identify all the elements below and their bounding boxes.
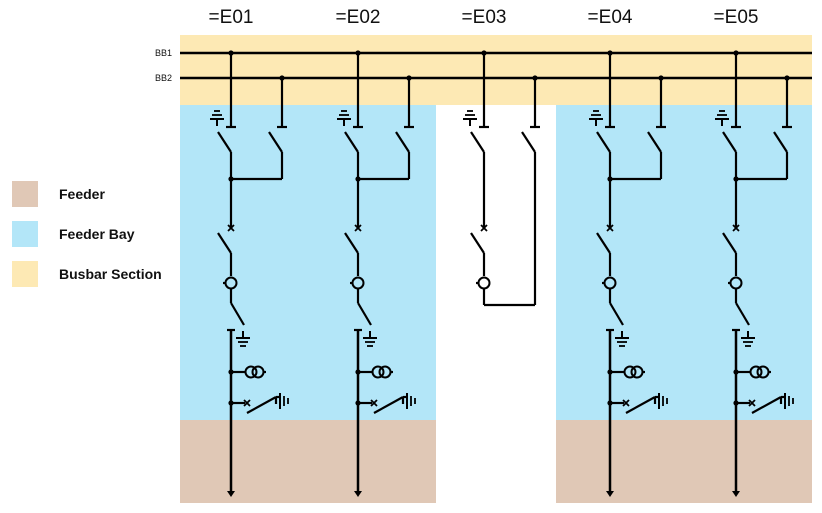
cross bbox=[370, 399, 378, 407]
current-transformer-icon bbox=[477, 276, 491, 290]
cross bbox=[480, 224, 488, 232]
cross bbox=[748, 399, 756, 407]
legend-swatch-busbar-section bbox=[12, 261, 38, 287]
voltage-transformer-icon bbox=[371, 365, 385, 379]
feeder-arrow-icon bbox=[354, 491, 362, 497]
circuit-breaker-icon bbox=[227, 224, 235, 232]
earthing-switch-blade bbox=[751, 396, 782, 414]
feeder-area-right bbox=[556, 420, 812, 503]
busbar-section-area bbox=[180, 35, 812, 105]
feeder-arrow-icon bbox=[227, 491, 235, 497]
bb2-disconnector-blade bbox=[521, 131, 536, 153]
bb1-disconnector-blade bbox=[470, 131, 485, 153]
bay-title: =E01 bbox=[209, 7, 254, 28]
bb2-disconnector-blade bbox=[647, 131, 662, 153]
voltage-transformer-icon bbox=[623, 365, 637, 379]
es-cross-icon bbox=[748, 399, 756, 407]
earthing-switch-blade bbox=[373, 396, 404, 414]
breaker-blade bbox=[344, 232, 359, 254]
circuit-breaker-icon bbox=[732, 224, 740, 232]
earth-switch-icon bbox=[236, 331, 250, 347]
cross bbox=[622, 399, 630, 407]
busbar-label-bb1: BB1 bbox=[155, 48, 172, 58]
circuit-breaker-icon bbox=[606, 224, 614, 232]
bay-title: =E05 bbox=[714, 7, 759, 28]
join-junction bbox=[733, 176, 739, 182]
legend-item-feeder-bay: Feeder Bay bbox=[12, 221, 134, 247]
line-disconnector-blade bbox=[357, 302, 372, 326]
bay-e03: =E03 bbox=[462, 7, 540, 307]
legend-item-busbar-section: Busbar Section bbox=[12, 261, 162, 287]
line-disconnector-blade bbox=[609, 302, 624, 326]
cross bbox=[243, 399, 251, 407]
legend-label-busbar-section: Busbar Section bbox=[59, 266, 162, 282]
earth-switch-icon bbox=[615, 331, 629, 347]
feeder-arrow-icon bbox=[606, 491, 614, 497]
bb2-disconnector-blade bbox=[268, 131, 283, 153]
legend-swatch-feeder-bay bbox=[12, 221, 38, 247]
breaker-blade bbox=[596, 232, 611, 254]
bay-title: =E04 bbox=[588, 7, 633, 28]
bb1-disconnector-blade bbox=[217, 131, 232, 153]
legend-item-feeder: Feeder bbox=[12, 181, 105, 207]
line-disconnector-blade bbox=[230, 302, 245, 326]
cross bbox=[732, 224, 740, 232]
circuit-breaker-icon bbox=[480, 224, 488, 232]
earthing-switch-blade bbox=[625, 396, 656, 414]
legend-label-feeder-bay: Feeder Bay bbox=[59, 226, 135, 242]
earth-icon bbox=[210, 110, 224, 126]
es-cross-icon bbox=[622, 399, 630, 407]
voltage-transformer-icon bbox=[244, 365, 258, 379]
bb1-disconnector-blade bbox=[344, 131, 359, 153]
bb1-disconnector-blade bbox=[722, 131, 737, 153]
earthing-switch-blade bbox=[246, 396, 277, 414]
cross bbox=[227, 224, 235, 232]
bay-title: =E02 bbox=[336, 7, 381, 28]
breaker-blade bbox=[722, 232, 737, 254]
bb2-disconnector-blade bbox=[773, 131, 788, 153]
earth-switch-icon bbox=[741, 331, 755, 347]
feeder-bay-area-left bbox=[180, 105, 436, 420]
earth-icon bbox=[589, 110, 603, 126]
circuit-breaker-icon bbox=[354, 224, 362, 232]
legend-label-feeder: Feeder bbox=[59, 186, 105, 202]
bay-e04: =E04 bbox=[588, 7, 668, 497]
bay-e01: =E01 bbox=[209, 7, 289, 497]
feeder-area-left bbox=[180, 420, 436, 503]
cross bbox=[354, 224, 362, 232]
bay-e02: =E02 bbox=[336, 7, 416, 497]
bb1-disconnector-blade bbox=[596, 131, 611, 153]
es-cross-icon bbox=[370, 399, 378, 407]
breaker-blade bbox=[217, 232, 232, 254]
voltage-transformer-icon bbox=[749, 365, 763, 379]
earth-icon bbox=[715, 110, 729, 126]
join-junction bbox=[228, 176, 234, 182]
busbar-label-bb2: BB2 bbox=[155, 73, 172, 83]
earth-icon bbox=[337, 110, 351, 126]
earth-switch-icon bbox=[363, 331, 377, 347]
bay-e05: =E05 bbox=[714, 7, 794, 497]
es-cross-icon bbox=[243, 399, 251, 407]
breaker-blade bbox=[470, 232, 485, 254]
earth-icon bbox=[463, 110, 477, 126]
join-junction bbox=[355, 176, 361, 182]
feeder-arrow-icon bbox=[732, 491, 740, 497]
legend-swatch-feeder bbox=[12, 181, 38, 207]
line-disconnector-blade bbox=[735, 302, 750, 326]
feeder-bay-area-right bbox=[556, 105, 812, 420]
cross bbox=[606, 224, 614, 232]
bb2-disconnector-blade bbox=[395, 131, 410, 153]
join-junction bbox=[607, 176, 613, 182]
bay-title: =E03 bbox=[462, 7, 507, 28]
